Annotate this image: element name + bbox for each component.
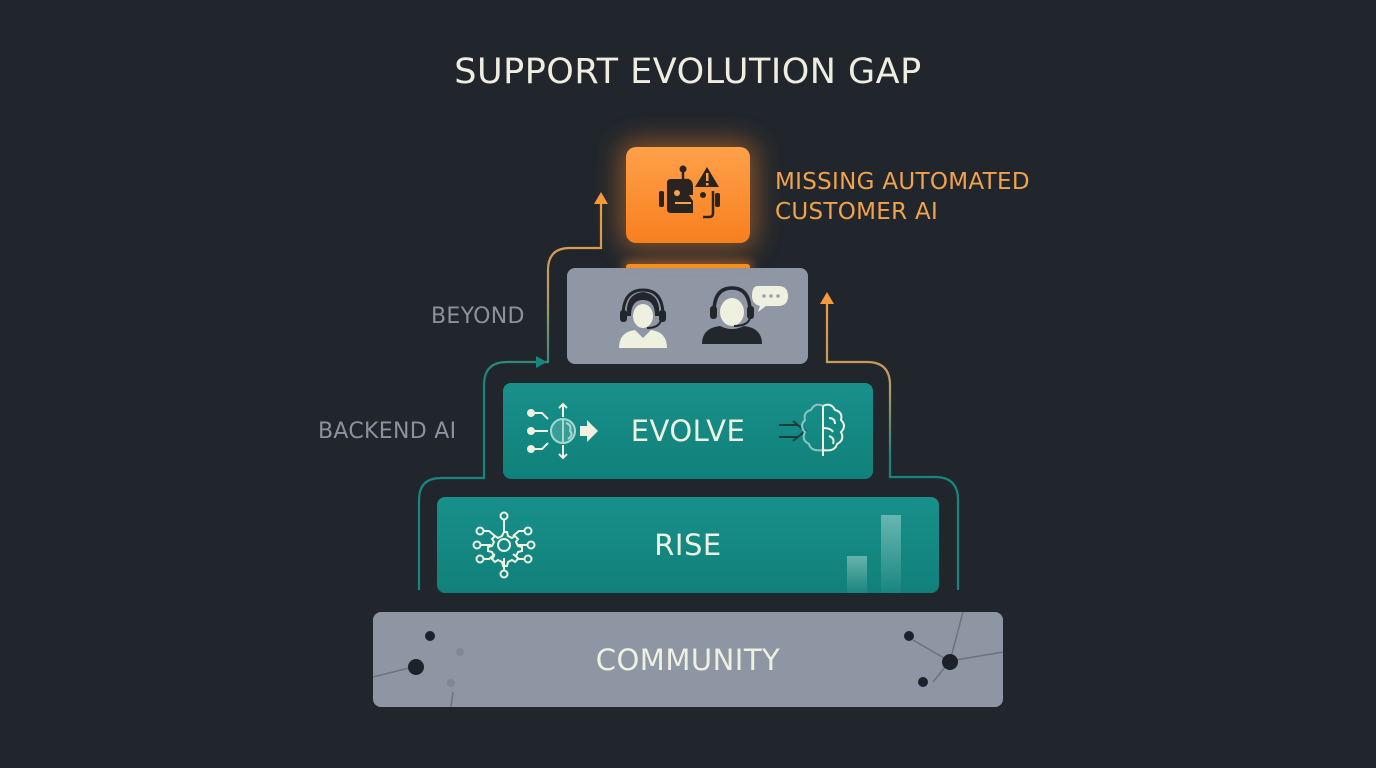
tier-rise: RISE (437, 497, 939, 593)
robot-warning-icon (659, 165, 720, 219)
brain-arrow-icon (779, 403, 845, 456)
missing-ai-label-line2: CUSTOMER AI (775, 199, 939, 225)
male-agent-headset-chat-icon (702, 286, 788, 344)
brain-network-icon (527, 402, 598, 460)
tier-missing-ai (626, 147, 750, 243)
female-agent-headset-icon (619, 288, 667, 348)
beyond-label: BEYOND (431, 304, 525, 329)
tier-evolve: EVOLVE (503, 383, 873, 479)
network-nodes-icon (372, 611, 1004, 708)
gap-glow-bar (626, 264, 750, 270)
tier-community: COMMUNITY (372, 611, 1004, 708)
diagram-title: SUPPORT EVOLUTION GAP (454, 52, 922, 92)
tier-community-label: COMMUNITY (595, 642, 781, 677)
gear-network-icon (472, 511, 536, 579)
missing-ai-label-line1: MISSING AUTOMATED (775, 169, 1030, 195)
tier-rise-label: RISE (654, 528, 722, 562)
backend-ai-label: BACKEND AI (318, 419, 457, 444)
missing-ai-label: MISSING AUTOMATED CUSTOMER AI (775, 167, 1030, 227)
bar-chart-icon (847, 515, 903, 593)
tier-beyond (567, 268, 808, 364)
tier-evolve-label: EVOLVE (630, 414, 746, 448)
